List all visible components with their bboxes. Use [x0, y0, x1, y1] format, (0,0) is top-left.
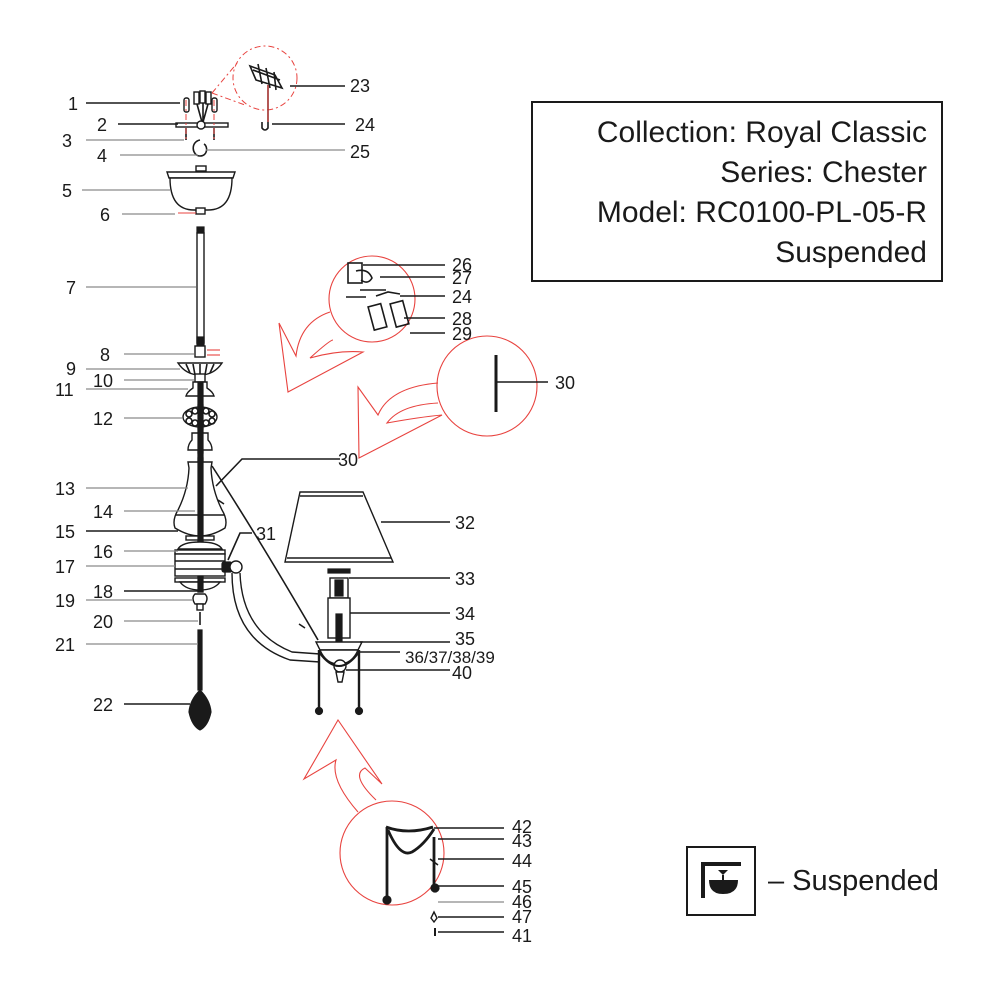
- wire-terminal: [199, 90, 206, 104]
- part-label-15: 15: [55, 522, 75, 542]
- legend-label: – Suspended: [768, 864, 939, 897]
- part-label-32: 32: [455, 513, 475, 533]
- lampshade: [284, 491, 395, 563]
- part-label-24-detail: 24: [452, 287, 472, 307]
- part-label-36-39: 36/37/38/39: [405, 648, 495, 667]
- part-label-30-detail: 30: [555, 373, 575, 393]
- part-label-22: 22: [93, 695, 113, 715]
- part-label-27: 27: [452, 268, 472, 288]
- canopy-nut: [195, 165, 207, 172]
- mounting-type: Suspended: [775, 236, 927, 269]
- arm-curve-inner: [239, 572, 321, 655]
- part-label-26: 26: [452, 255, 472, 275]
- part-label-28: 28: [452, 309, 472, 329]
- body-dome: [176, 541, 224, 550]
- part-label-2: 2: [97, 115, 107, 135]
- part-label-3: 3: [62, 131, 72, 151]
- part-label-29: 29: [452, 324, 472, 344]
- model-number: Model: RC0100-PL-05-R: [596, 196, 927, 229]
- part-label-25: 25: [350, 142, 370, 162]
- finial: [192, 593, 208, 605]
- arm-curve-outer: [231, 572, 321, 663]
- part-label-31: 31: [256, 524, 276, 544]
- collection-name: Collection: Royal Classic: [596, 116, 927, 149]
- part-label-5: 5: [62, 181, 72, 201]
- part-label-13: 13: [55, 479, 75, 499]
- rod-thread-top: [196, 226, 205, 234]
- bobeche: [314, 641, 364, 651]
- part-label-34: 34: [455, 604, 475, 624]
- wire-terminal: [205, 91, 212, 105]
- product-info-box: Collection: Royal Classic Series: Cheste…: [531, 101, 943, 282]
- mounting-legend: – Suspended: [686, 846, 939, 916]
- spacer: [194, 373, 206, 383]
- part-label-40: 40: [452, 663, 472, 683]
- ground-hook: [261, 85, 269, 131]
- part-label-24: 24: [355, 115, 375, 135]
- suspended-mount-icon: [686, 846, 756, 916]
- strip-center-nut: [196, 120, 206, 130]
- terminal-block-detail: [211, 45, 298, 131]
- pendant-chain: [197, 629, 203, 691]
- wires: [196, 103, 209, 123]
- part-label-12: 12: [93, 409, 113, 429]
- part-label-4: 4: [97, 146, 107, 166]
- part-label-1: 1: [68, 94, 78, 114]
- part-label-9: 9: [66, 359, 76, 379]
- part-label-33: 33: [455, 569, 475, 589]
- part-label-19: 19: [55, 591, 75, 611]
- part-label-46: 46: [512, 892, 532, 912]
- part-label-21: 21: [55, 635, 75, 655]
- wiring-detail-callout: [278, 255, 416, 393]
- part-label-6: 6: [100, 205, 110, 225]
- part-label-30: 30: [338, 450, 358, 470]
- part-label-8: 8: [100, 345, 110, 365]
- part-label-10: 10: [93, 371, 113, 391]
- part-label-41: 41: [512, 926, 532, 946]
- rod: [196, 232, 205, 344]
- part-label-45: 45: [512, 877, 532, 897]
- socket-ring: [327, 568, 351, 574]
- part-label-23: 23: [350, 76, 370, 96]
- part-label-17: 17: [55, 557, 75, 577]
- series-name: Series: Chester: [720, 156, 927, 189]
- canopy-bottom-sleeve: [195, 207, 206, 215]
- lamp-arm: [211, 465, 395, 716]
- central-column: [173, 226, 243, 731]
- finial-tip: [196, 603, 204, 611]
- chain-detail-callout: [302, 718, 445, 936]
- part-label-47: 47: [512, 907, 532, 927]
- terminal-block: [248, 63, 284, 91]
- part-label-18: 18: [93, 582, 113, 602]
- crystal-drop: [188, 689, 212, 731]
- canopy-bowl: [169, 177, 233, 211]
- part-label-14: 14: [93, 502, 113, 522]
- part-label-16: 16: [93, 542, 113, 562]
- ceiling-mount-assembly: [166, 90, 236, 215]
- part-label-43: 43: [512, 831, 532, 851]
- rod-thread-bottom: [196, 336, 205, 346]
- wire-terminal: [193, 91, 200, 105]
- canopy-rim: [166, 171, 236, 179]
- cup-finial: [335, 671, 345, 683]
- part-label-20: 20: [93, 612, 113, 632]
- hook: [192, 139, 208, 157]
- arm-hub: [174, 553, 226, 577]
- coupling: [194, 345, 206, 358]
- part-label-7: 7: [66, 278, 76, 298]
- part-label-35: 35: [455, 629, 475, 649]
- wire-30: [211, 465, 319, 641]
- arm-knob: [229, 560, 243, 574]
- wire-detail-callout: [357, 335, 538, 459]
- part-label-44: 44: [512, 851, 532, 871]
- part-labels: 1 2 3 4 5 6 23 24 25 7 8 9 10 11 12 13 1…: [55, 76, 575, 946]
- part-label-42: 42: [512, 817, 532, 837]
- part-label-11: 11: [55, 380, 74, 400]
- leader-lines: [82, 85, 548, 933]
